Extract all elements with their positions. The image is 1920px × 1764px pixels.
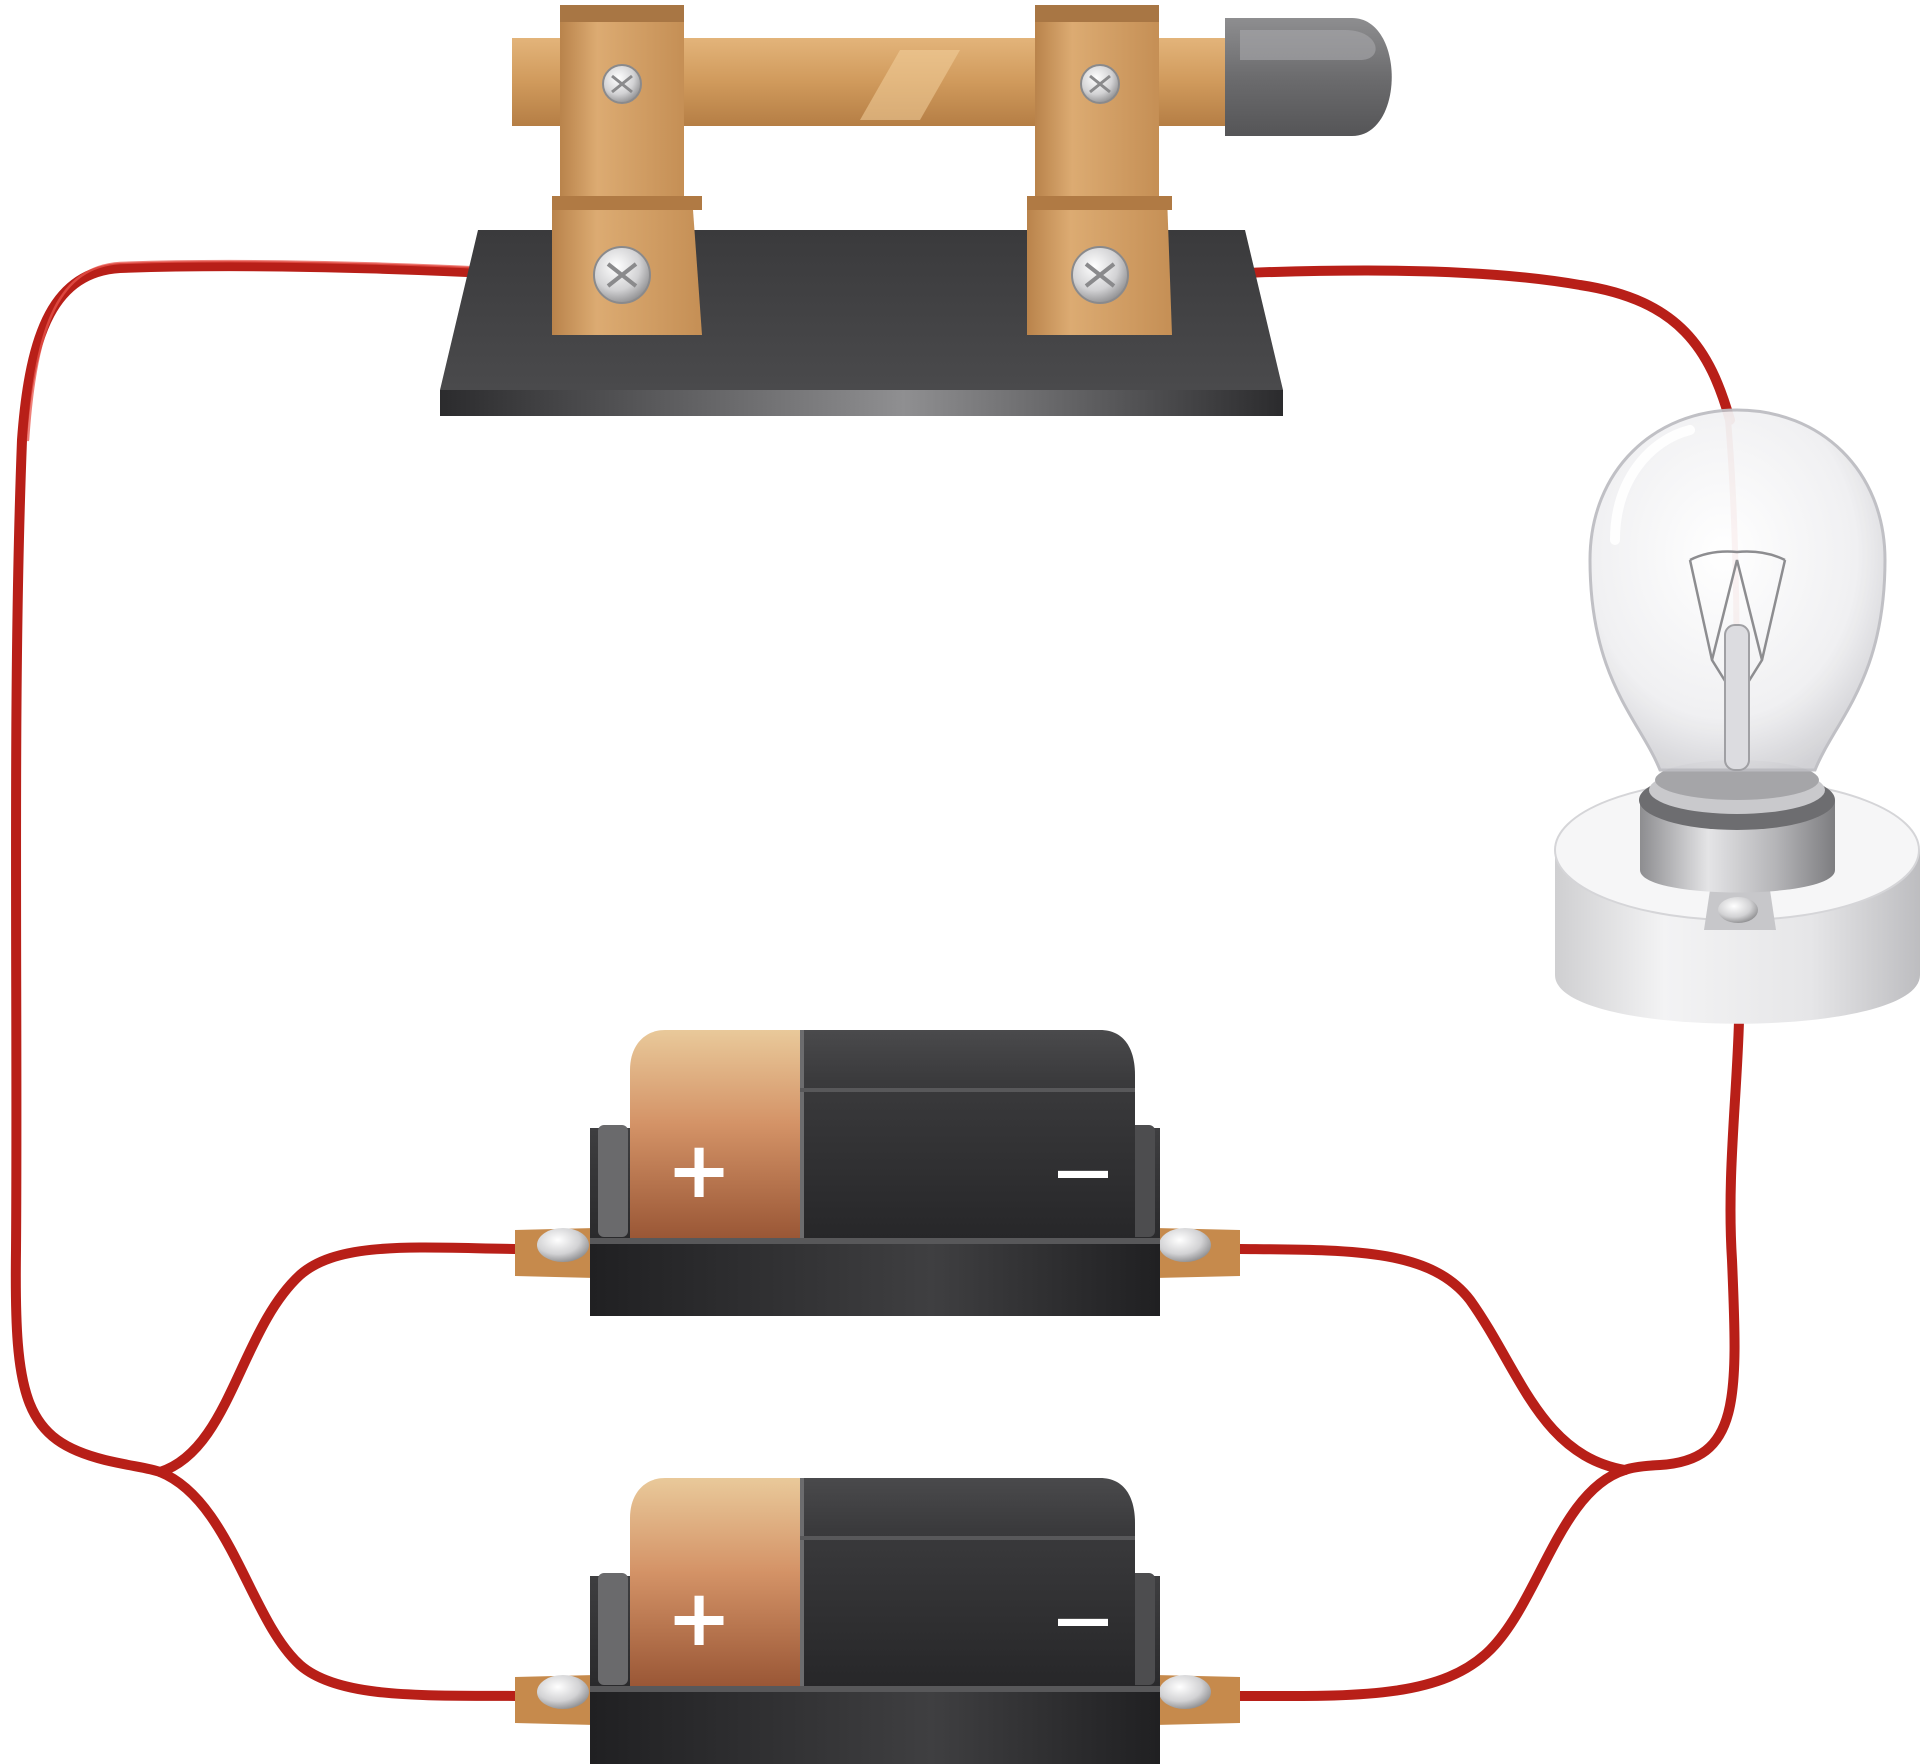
screw-icon bbox=[1071, 246, 1129, 304]
screw-icon bbox=[602, 64, 642, 104]
battery-post bbox=[598, 1573, 628, 1685]
wire-bulb-to-junction-right bbox=[1620, 933, 1745, 1475]
battery-right-terminal bbox=[1155, 1228, 1240, 1278]
negative-label: — bbox=[1055, 1587, 1111, 1652]
battery-post bbox=[598, 1125, 628, 1237]
battery-cap bbox=[630, 1478, 800, 1686]
switch-handle-shine bbox=[1240, 30, 1376, 60]
switch-left-bracket bbox=[552, 5, 702, 335]
battery-body bbox=[800, 1478, 1135, 1686]
screw-icon bbox=[1704, 890, 1776, 930]
wire-junction-right-to-bottom-battery bbox=[1235, 1465, 1630, 1702]
wire-junction-left-to-top-battery bbox=[155, 1242, 525, 1477]
battery-seam bbox=[800, 1030, 804, 1238]
battery-tray-front bbox=[590, 1238, 1160, 1316]
battery-right-terminal bbox=[1155, 1675, 1240, 1725]
wire-switch-right-to-bulb bbox=[1145, 265, 1735, 425]
wire-switch-left-highlight bbox=[26, 259, 562, 442]
battery-band bbox=[800, 1536, 1135, 1540]
positive-label: + bbox=[666, 1126, 731, 1216]
bulb-glass bbox=[1588, 408, 1887, 772]
battery-top: + — bbox=[515, 1030, 1240, 1316]
battery-band bbox=[800, 1088, 1135, 1092]
battery-cap bbox=[630, 1030, 800, 1238]
screw-icon bbox=[593, 246, 651, 304]
light-bulb bbox=[1554, 408, 1920, 1024]
wire-junction-left-to-bottom-battery bbox=[155, 1467, 525, 1701]
switch-base-front bbox=[440, 390, 1283, 416]
switch-right-bracket bbox=[1027, 5, 1172, 335]
bulb-glass-reflection bbox=[1610, 425, 1695, 545]
negative-label: — bbox=[1055, 1139, 1111, 1204]
screw-icon bbox=[1080, 64, 1120, 104]
battery-body bbox=[800, 1030, 1135, 1238]
battery-left-terminal bbox=[515, 1228, 595, 1278]
positive-label: + bbox=[666, 1574, 731, 1664]
wire-junction-right-to-top-battery bbox=[1235, 1244, 1630, 1475]
battery-tray-front bbox=[590, 1686, 1160, 1764]
battery-tray-edge bbox=[590, 1686, 1160, 1692]
wire-switch-left bbox=[10, 261, 570, 1477]
battery-bottom: + — bbox=[515, 1478, 1240, 1764]
battery-tray-edge bbox=[590, 1238, 1160, 1244]
bulb-stem bbox=[1724, 624, 1750, 771]
battery-seam bbox=[800, 1478, 804, 1686]
knife-switch bbox=[440, 5, 1392, 416]
battery-left-terminal bbox=[515, 1675, 595, 1725]
blade-glint bbox=[860, 50, 960, 120]
